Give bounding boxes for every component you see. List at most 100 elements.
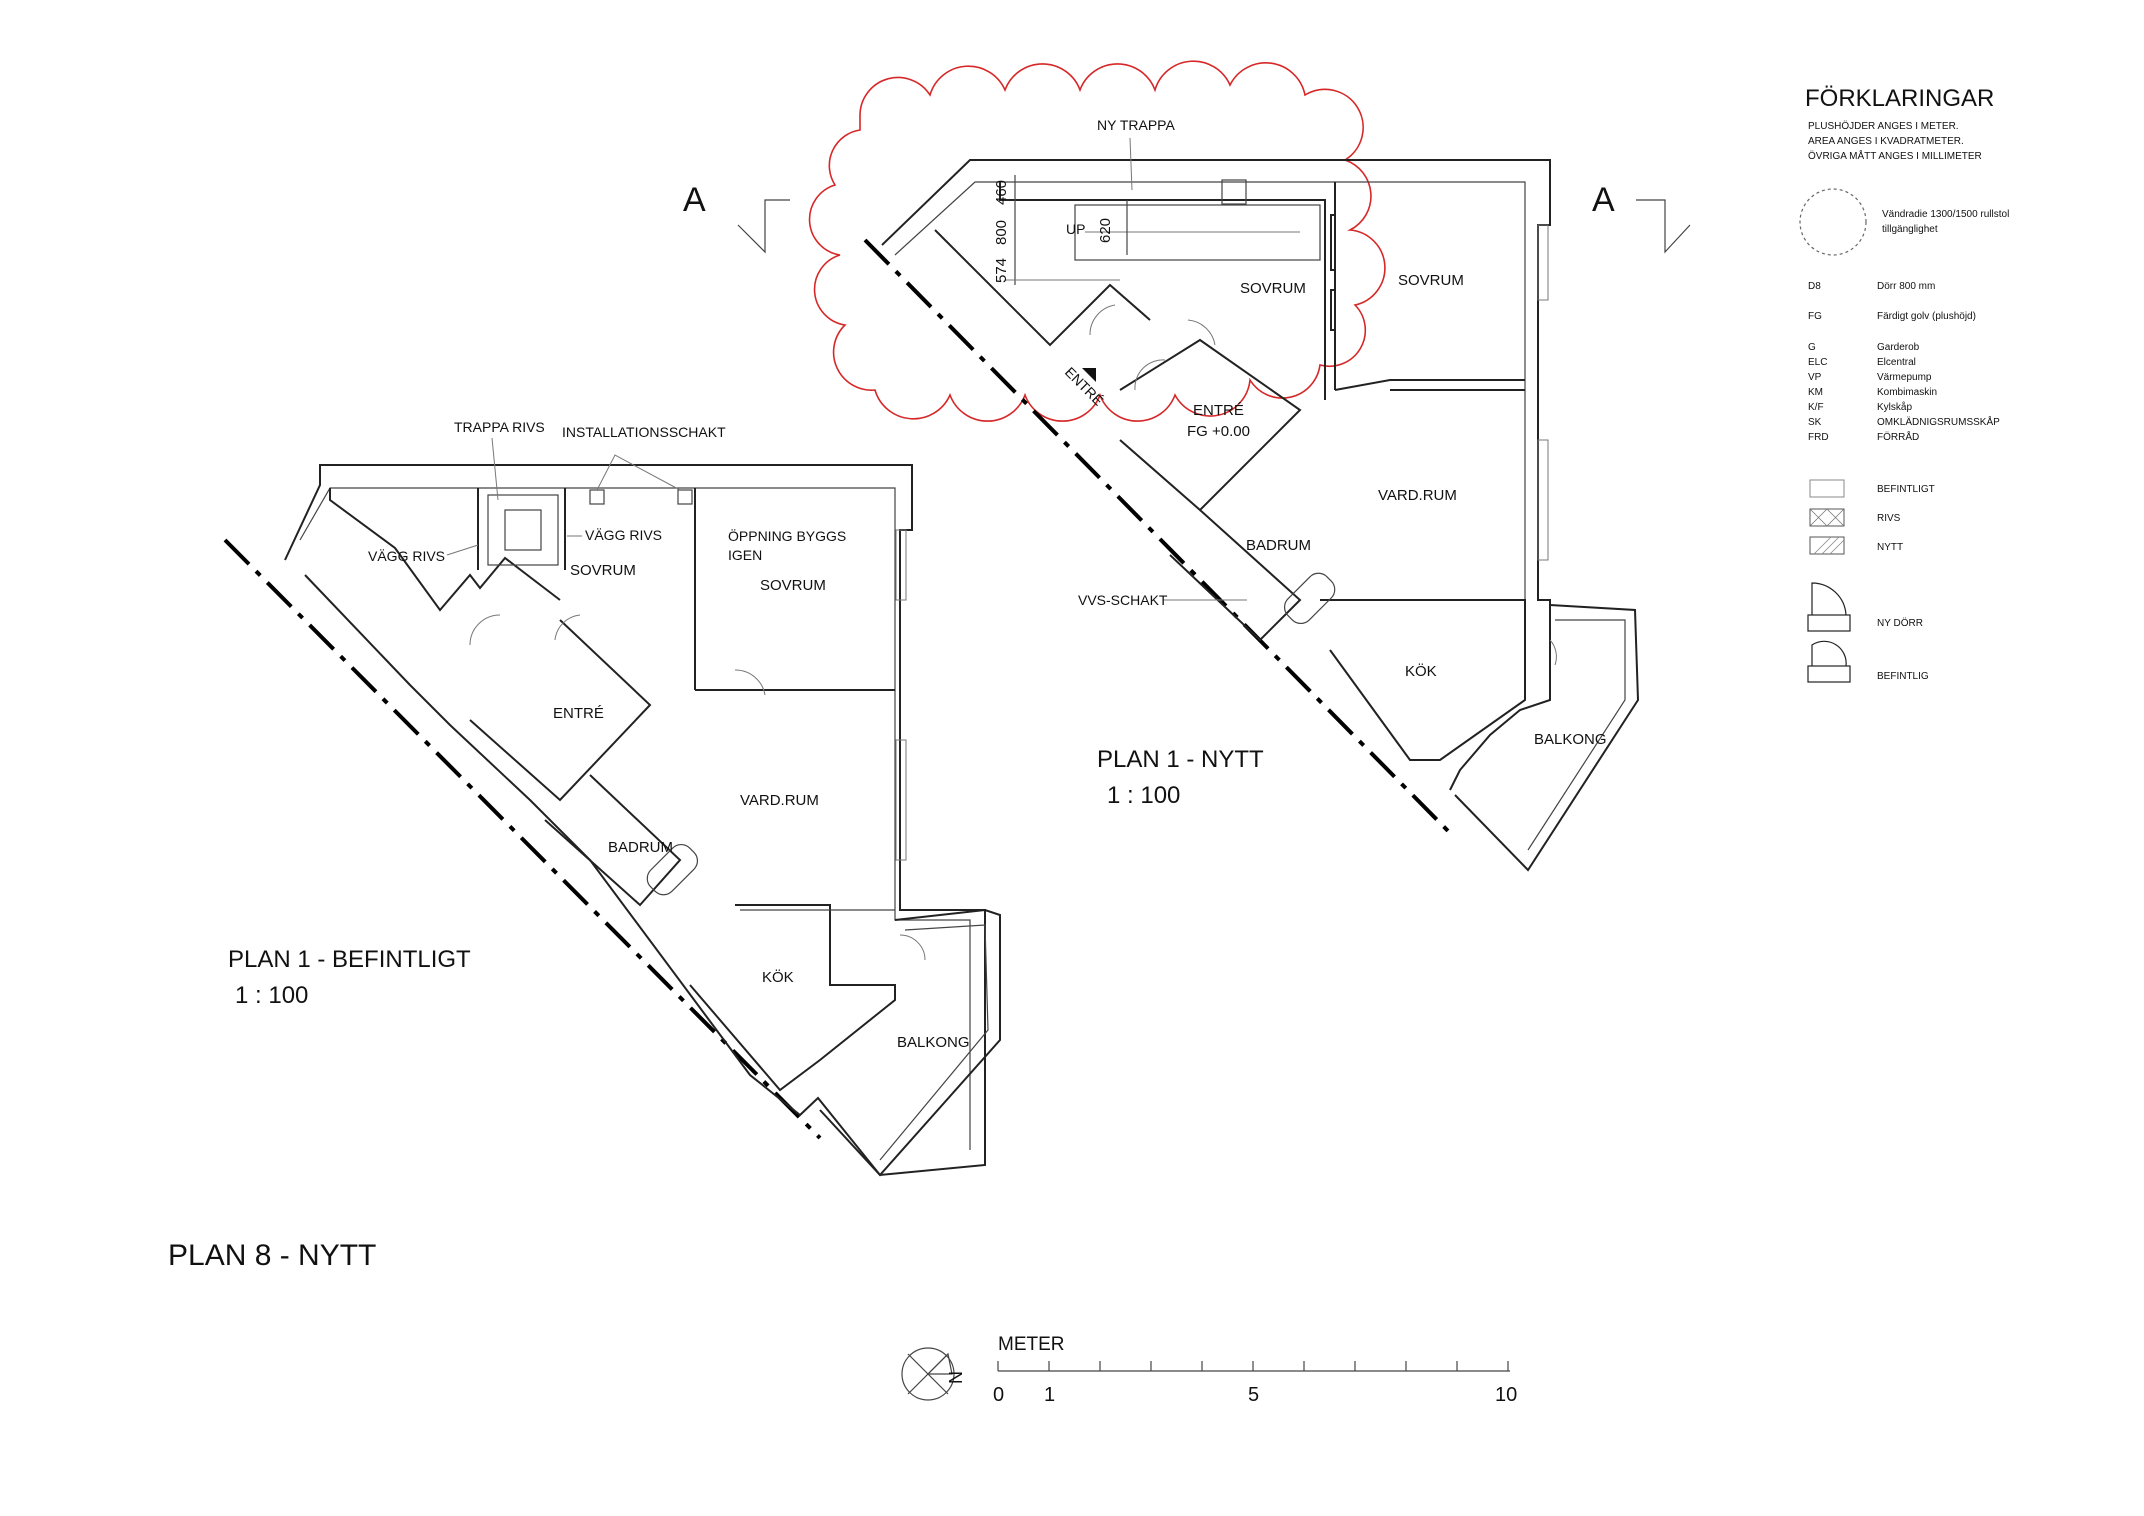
plan-left-room-sovrum-2: SOVRUM: [760, 577, 826, 594]
plan-right-door-3: [1134, 359, 1166, 391]
legend-swatch-rivs: [1809, 508, 1845, 527]
plan-right-note-vvs-schakt: VVS-SCHAKT: [1078, 592, 1168, 608]
legend-door-new: NY DÖRR: [1877, 617, 1923, 629]
plan-right-wall-kok: [1320, 599, 1526, 761]
plan-left-door-3: [734, 669, 766, 696]
plan-left-stair-inner: [504, 509, 542, 551]
plan-right-wall-badrum: [1169, 509, 1302, 642]
legend-abbrev-code: K/F: [1808, 402, 1824, 413]
plan-right-room-vardrum: VARD.RUM: [1378, 487, 1457, 504]
north-arrow-circle: [901, 1347, 955, 1401]
legend-abbrev-text: Kombimaskin: [1877, 387, 1937, 398]
plan-left-balkong: [819, 908, 1001, 1177]
plan-right-balkong: [1454, 604, 1640, 872]
plan-right-revision-cloud: [808, 60, 1386, 422]
plan-right-axis-line: [863, 238, 1455, 838]
legend-abbrev-code: FG: [1808, 311, 1822, 322]
plan-left-wall-badrum: [544, 774, 682, 907]
plan-right-wall-stairwell: [999, 182, 1326, 400]
plan-right-balkong-inner: [1527, 619, 1626, 851]
legend-existing-door-icon: [1807, 640, 1851, 683]
section-marker-left: A: [683, 181, 790, 254]
plan-right-room-kok: KÖK: [1405, 662, 1437, 680]
plan-right-scale: 1 : 100: [1107, 782, 1180, 809]
plan-right-dim-460: 460: [993, 180, 1010, 205]
scalebar-label-0: 0: [993, 1384, 1004, 1406]
plan-left-room-sovrum-1: SOVRUM: [570, 562, 636, 579]
plan-right-stair-landing: [1221, 179, 1247, 205]
plan-right-room-fg: FG +0.00: [1187, 423, 1250, 440]
plan-left-axis-line: [223, 538, 822, 1140]
legend-note-1: PLUSHÖJDER ANGES I METER.: [1808, 120, 1959, 132]
legend-hatch-befintligt: BEFINTLIGT: [1877, 484, 1935, 495]
plan-right-stair: [1074, 204, 1321, 261]
plan8-title: PLAN 8 - NYTT: [168, 1239, 376, 1272]
plan-left-note-vagg-rivs-1: VÄGG RIVS: [368, 548, 445, 564]
plan-left-door-1: [469, 614, 501, 646]
section-marker-left-arrow: [737, 199, 790, 254]
legend-new-door-icon: [1807, 582, 1851, 632]
section-marker-right-label: A: [1592, 181, 1615, 219]
plan-right-room-balkong: BALKONG: [1534, 731, 1607, 748]
scalebar-unit: METER: [998, 1334, 1065, 1355]
legend-circle-text-1: Vändradie 1300/1500 rullstol: [1882, 209, 2009, 220]
legend-abbrev-list: D8 Dörr 800 mm FG Färdigt golv (plushöjd…: [1808, 281, 2000, 443]
legend-abbrev-code: FRD: [1808, 432, 1829, 443]
plan-left: TRAPPA RIVS INSTALLATIONSSCHAKT VÄGG RIV…: [223, 419, 1001, 1177]
plan-right-sovrum-door-marker-2: [1330, 289, 1336, 331]
legend-abbrev-code: KM: [1808, 387, 1823, 398]
legend-abbrev-code: VP: [1808, 372, 1822, 383]
plan-left-note-vagg-rivs-2: VÄGG RIVS: [585, 527, 662, 543]
legend-abbrev-code: G: [1808, 342, 1816, 353]
legend-turning-circle-icon: [1799, 188, 1867, 256]
section-marker-right-arrow: [1636, 199, 1691, 254]
legend-abbrev-text: Färdigt golv (plushöjd): [1877, 311, 1976, 322]
legend-abbrev-text: Värmepump: [1877, 372, 1932, 383]
plan-left-note-oppning-1: ÖPPNING BYGGS: [728, 527, 846, 544]
legend-abbrev-text: FÖRRÅD: [1877, 430, 1919, 443]
scalebar-label-1: 1: [1044, 1384, 1055, 1406]
legend-abbrev-text: Dörr 800 mm: [1877, 281, 1935, 292]
plan-left-bathtub: [646, 843, 699, 896]
plan-right-window-1: [1537, 224, 1549, 301]
legend: FÖRKLARINGAR PLUSHÖJDER ANGES I METER. A…: [1799, 85, 2009, 683]
legend-note-3: ÖVRIGA MÅTT ANGES I MILLIMETER: [1808, 149, 1982, 162]
scalebar: METER 0 1 5 10 N: [901, 1334, 1517, 1406]
plan-left-room-kok: KÖK: [762, 968, 794, 986]
plan-left-wall-kok: [689, 904, 896, 1092]
plan-right-wall-stair: [934, 229, 1151, 347]
plan-left-scale: 1 : 100: [235, 982, 308, 1009]
plan-right-door-2: [1187, 319, 1216, 346]
plan-left-title: PLAN 1 - BEFINTLIGT: [228, 946, 471, 973]
legend-abbrev-code: D8: [1808, 281, 1821, 292]
plan-right-room-sovrum-1: SOVRUM: [1240, 280, 1306, 297]
plan-left-inner-wall: [299, 487, 971, 1150]
plan-left-shaft-2: [677, 489, 693, 505]
legend-door-existing: BEFINTLIG: [1877, 671, 1929, 682]
plan-left-stair: [487, 494, 559, 566]
plan-right-wall-entre: [1119, 338, 1302, 512]
plan-right-outer-wall: [881, 159, 1551, 791]
legend-abbrev-code: ELC: [1808, 357, 1827, 368]
plan-left-wall-entre: [469, 619, 652, 802]
plan-left-door-balkong: [899, 934, 926, 961]
plan-right: NY TRAPPA VVS-SCHAKT UP ENTRÉ 460 800 57…: [808, 60, 1640, 872]
plan-left-note-oppning-2: IGEN: [728, 547, 762, 563]
legend-note-2: AREA ANGES I KVADRATMETER.: [1808, 136, 1964, 147]
legend-circle-text-2: tillgänglighet: [1882, 224, 1938, 235]
plan-right-note-ny-trappa: NY TRAPPA: [1097, 117, 1175, 133]
plan-right-inner-wall: [894, 181, 1526, 700]
plan-left-room-badrum: BADRUM: [608, 839, 673, 856]
section-marker-right: A: [1592, 181, 1691, 254]
plan-left-outer-wall: [284, 464, 986, 1177]
plan-left-wall-sovrum1: [329, 488, 561, 612]
plan-right-dim-574: 574: [993, 258, 1010, 283]
plan-right-entre-arrow: [1082, 368, 1096, 382]
plan-left-leader-vagg1: [446, 544, 479, 556]
plan-right-room-sovrum-2: SOVRUM: [1398, 272, 1464, 289]
legend-title: FÖRKLARINGAR: [1805, 85, 1994, 112]
scalebar-label-5: 5: [1248, 1384, 1259, 1406]
legend-abbrev-text: Garderob: [1877, 342, 1920, 353]
plan-right-leader-ny-trappa: [1129, 137, 1133, 191]
plan-right-entre-arrow-label: ENTRÉ: [1062, 364, 1107, 409]
